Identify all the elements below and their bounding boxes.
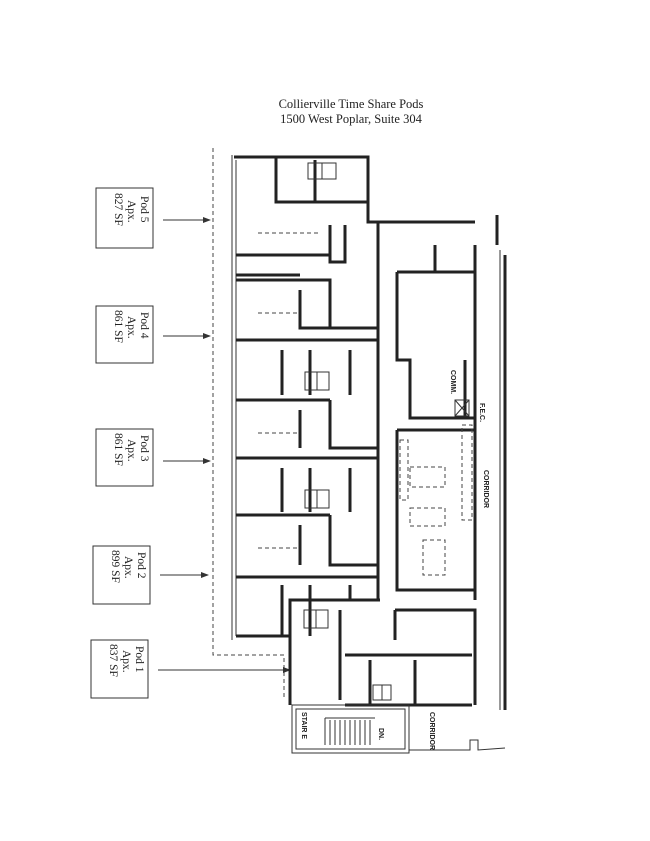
- corridor-label-upper: CORRIDOR: [482, 470, 489, 508]
- svg-text:827 SF: 827 SF: [112, 193, 124, 226]
- pod-strip-walls: [231, 155, 380, 640]
- corridor-label-lower: CORRIDOR: [428, 712, 435, 750]
- stair-e-label: STAIR E: [300, 712, 307, 739]
- svg-text:Pod 2: Pod 2: [135, 552, 147, 579]
- title-line-1: Collierville Time Share Pods: [278, 97, 424, 111]
- svg-text:Apx.: Apx.: [122, 556, 134, 579]
- svg-text:899 SF: 899 SF: [109, 550, 121, 583]
- conference-area-walls: [378, 220, 477, 600]
- svg-text:Apx.: Apx.: [120, 650, 132, 673]
- fec-label: F.E.C.: [478, 403, 485, 422]
- svg-text:861 SF: 861 SF: [112, 433, 124, 466]
- pod-2-label: Pod 2 Apx. 899 SF: [92, 545, 209, 605]
- svg-text:837 SF: 837 SF: [107, 644, 119, 677]
- svg-text:Apx.: Apx.: [125, 439, 137, 462]
- svg-text:Apx.: Apx.: [125, 316, 137, 339]
- pod-3-label: Pod 3 Apx. 861 SF: [95, 428, 211, 487]
- corridor-walls: [495, 215, 507, 710]
- svg-text:Pod 1: Pod 1: [133, 646, 145, 673]
- document-title: Collierville Time Share Pods 1500 West P…: [52, 97, 650, 127]
- suite-boundary-line: [212, 148, 285, 700]
- pod-5-label: Pod 5 Apx. 827 SF: [95, 187, 211, 249]
- comm-room-label: COMM.: [449, 370, 456, 394]
- title-line-2: 1500 West Poplar, Suite 304: [280, 112, 422, 126]
- svg-text:861 SF: 861 SF: [112, 310, 124, 343]
- bottom-wing-walls: [288, 600, 506, 754]
- svg-text:Apx.: Apx.: [125, 200, 137, 223]
- pod-1-label: Pod 1 Apx. 837 SF: [90, 639, 291, 699]
- svg-text:Pod 4: Pod 4: [138, 312, 150, 339]
- pod-4-label: Pod 4 Apx. 861 SF: [95, 305, 211, 364]
- svg-text:Pod 3: Pod 3: [138, 435, 150, 462]
- stair-down-label: DN.: [377, 728, 384, 740]
- svg-text:Pod 5: Pod 5: [138, 196, 150, 223]
- table-groups: [399, 424, 473, 576]
